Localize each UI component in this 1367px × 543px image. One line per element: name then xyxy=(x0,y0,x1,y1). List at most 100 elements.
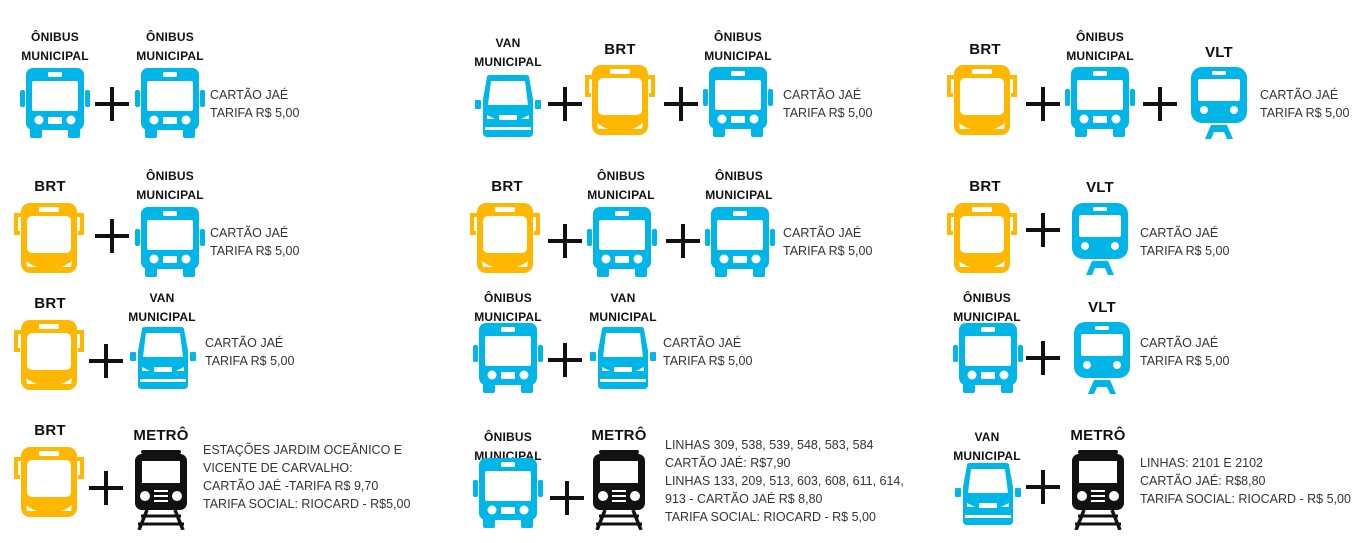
mode-label: BRT xyxy=(604,41,636,58)
metro-train-icon xyxy=(591,450,647,530)
fare-line: LINHAS 309, 538, 539, 548, 583, 584 xyxy=(665,438,874,452)
vlt-tram-icon xyxy=(1072,203,1128,275)
mode-label: VAN MUNICIPAL xyxy=(474,36,542,69)
mode-label: BRT xyxy=(491,178,523,195)
fare-info: CARTÃO JAÉ TARIFA R$ 5,00 xyxy=(1140,224,1229,260)
plus-icon xyxy=(664,87,698,121)
brt-bus-icon xyxy=(946,203,1018,273)
fare-info: ESTAÇÕES JARDIM OCEÂNICO E VICENTE DE CAR… xyxy=(203,441,410,513)
fare-line: 913 - CARTÃO JAÉ R$ 8,80 xyxy=(665,492,823,506)
plus-icon xyxy=(666,224,700,258)
bus-icon xyxy=(587,207,657,277)
brt-bus-icon xyxy=(13,203,85,273)
vlt-tram-icon xyxy=(1191,67,1247,139)
mode-label: VAN MUNICIPAL xyxy=(128,291,196,324)
mode-label: VLT xyxy=(1205,44,1233,61)
bus-icon xyxy=(473,458,543,528)
mode-label: ÔNIBUS MUNICIPAL xyxy=(1066,30,1134,63)
plus-icon xyxy=(1026,341,1060,375)
mode-label: VAN MUNICIPAL xyxy=(953,430,1021,463)
fare-line: CARTÃO JAÉ xyxy=(1140,336,1219,350)
fare-line: CARTÃO JAÉ xyxy=(783,226,862,240)
mode-label: ÔNIBUS MUNICIPAL xyxy=(705,169,773,202)
van-icon xyxy=(130,327,196,389)
brt-bus-icon xyxy=(584,65,656,135)
fare-line: TARIFA SOCIAL: RIOCARD - R$ 5,00 xyxy=(665,510,876,524)
fare-line: CARTÃO JAÉ -TARIFA R$ 9,70 xyxy=(203,479,379,493)
plus-icon xyxy=(95,219,129,253)
plus-icon xyxy=(550,481,584,515)
bus-icon xyxy=(473,323,543,393)
metro-train-icon xyxy=(1070,450,1126,530)
fare-line: CARTÃO JAÉ xyxy=(210,88,289,102)
bus-icon xyxy=(705,207,775,277)
mode-label: ÔNIBUS MUNICIPAL xyxy=(136,169,204,202)
fare-info: CARTÃO JAÉ TARIFA R$ 5,00 xyxy=(1260,86,1349,122)
fare-line: CARTÃO JAÉ xyxy=(663,336,742,350)
fare-line: TARIFA R$ 5,00 xyxy=(663,354,753,368)
mode-label: ÔNIBUS MUNICIPAL xyxy=(587,169,655,202)
mode-label: METRÔ xyxy=(1070,427,1126,444)
fare-info: CARTÃO JAÉ TARIFA R$ 5,00 xyxy=(783,224,872,260)
bus-icon xyxy=(703,67,773,137)
mode-label: METRÔ xyxy=(591,427,647,444)
fare-line: TARIFA R$ 5,00 xyxy=(205,354,295,368)
bus-icon xyxy=(135,68,205,138)
fare-line: VICENTE DE CARVALHO: xyxy=(203,461,353,475)
mode-label: ÔNIBUS MUNICIPAL xyxy=(21,30,89,63)
plus-icon xyxy=(1026,470,1060,504)
fare-info: CARTÃO JAÉ TARIFA R$ 5,00 xyxy=(1140,334,1229,370)
fare-line: CARTÃO JAÉ xyxy=(1260,88,1339,102)
mode-label: BRT xyxy=(34,178,66,195)
plus-icon xyxy=(95,87,129,121)
mode-label: METRÔ xyxy=(133,427,189,444)
fare-line: ESTAÇÕES JARDIM OCEÂNICO E xyxy=(203,443,403,457)
fare-line: TARIFA R$ 5,00 xyxy=(210,244,300,258)
plus-icon xyxy=(1143,87,1177,121)
plus-icon xyxy=(548,343,582,377)
mode-label: VLT xyxy=(1086,179,1114,196)
bus-icon xyxy=(1065,67,1135,137)
fare-line: LINHAS 133, 209, 513, 603, 608, 611, 614… xyxy=(665,474,904,488)
mode-label: BRT xyxy=(34,295,66,312)
mode-label: BRT xyxy=(969,178,1001,195)
fare-line: TARIFA R$ 5,00 xyxy=(783,244,873,258)
fare-line: TARIFA SOCIAL: RIOCARD - R$ 5,00 xyxy=(1140,492,1351,506)
fare-line: TARIFA R$ 5,00 xyxy=(1260,106,1350,120)
bus-icon xyxy=(953,323,1023,393)
mode-label: VLT xyxy=(1088,299,1116,316)
fare-line: LINHAS: 2101 E 2102 xyxy=(1140,456,1263,470)
fare-line: CARTÃO JAÉ xyxy=(1140,226,1219,240)
brt-bus-icon xyxy=(946,65,1018,135)
plus-icon xyxy=(89,344,123,378)
brt-bus-icon xyxy=(13,320,85,390)
plus-icon xyxy=(89,471,123,505)
brt-bus-icon xyxy=(469,203,541,273)
mode-label: BRT xyxy=(969,41,1001,58)
fare-line: CARTÃO JAÉ xyxy=(783,88,862,102)
fare-info: CARTÃO JAÉ TARIFA R$ 5,00 xyxy=(783,86,872,122)
plus-icon xyxy=(1026,213,1060,247)
mode-label: ÔNIBUS MUNICIPAL xyxy=(953,291,1021,324)
mode-label: ÔNIBUS MUNICIPAL xyxy=(474,291,542,324)
mode-label: ÔNIBUS MUNICIPAL xyxy=(136,30,204,63)
plus-icon xyxy=(548,87,582,121)
fare-line: TARIFA R$ 5,00 xyxy=(210,106,300,120)
mode-label: ÔNIBUS MUNICIPAL xyxy=(704,30,772,63)
fare-info: CARTÃO JAÉ TARIFA R$ 5,00 xyxy=(210,86,299,122)
brt-bus-icon xyxy=(13,447,85,517)
fare-line: CARTÃO JAÉ xyxy=(210,226,289,240)
plus-icon xyxy=(548,224,582,258)
vlt-tram-icon xyxy=(1074,322,1130,394)
metro-train-icon xyxy=(133,450,189,530)
fare-line: TARIFA R$ 5,00 xyxy=(783,106,873,120)
fare-line: TARIFA R$ 5,00 xyxy=(1140,354,1230,368)
fare-info: CARTÃO JAÉ TARIFA R$ 5,00 xyxy=(210,224,299,260)
fare-line: CARTÃO JAÉ: R$7,90 xyxy=(665,456,791,470)
plus-icon xyxy=(1026,87,1060,121)
van-icon xyxy=(475,75,541,137)
fare-line: TARIFA R$ 5,00 xyxy=(1140,244,1230,258)
